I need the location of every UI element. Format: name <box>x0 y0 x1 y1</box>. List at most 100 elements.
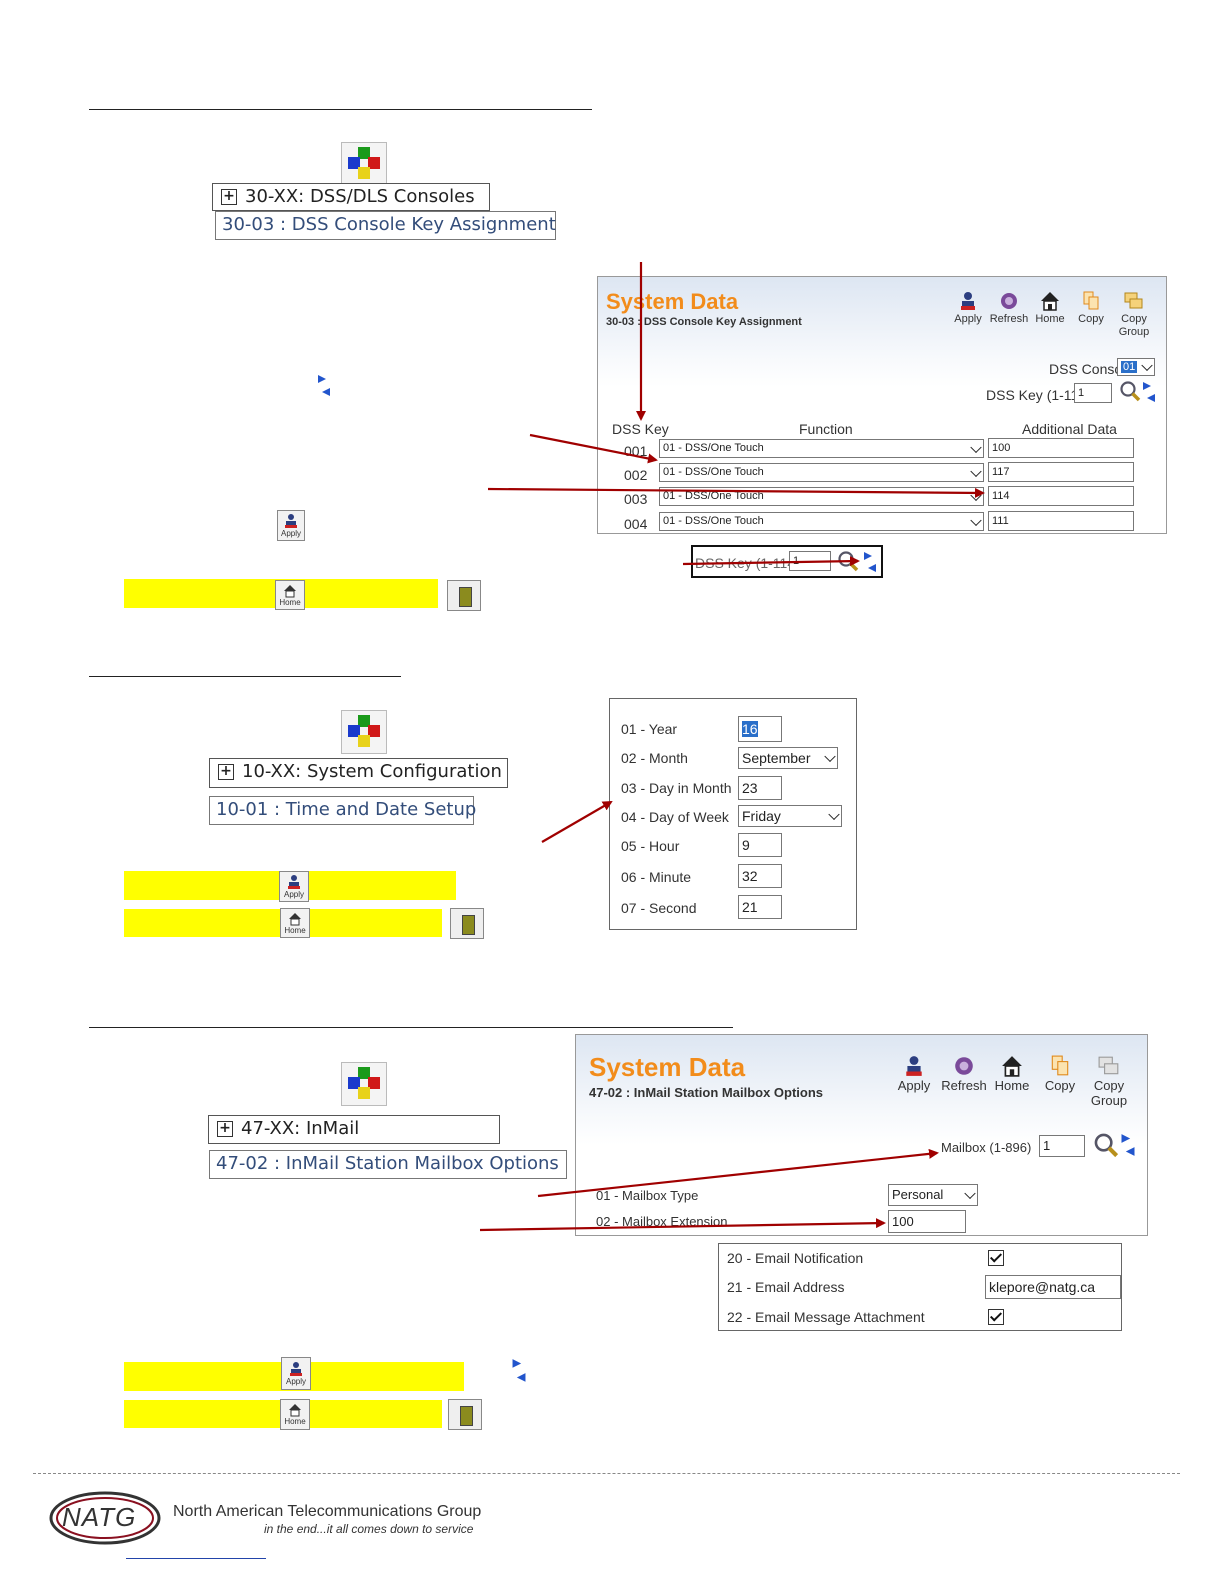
home-icon[interactable]: Home <box>275 580 305 610</box>
day-in-month-label: 03 - Day in Month <box>621 780 732 796</box>
footer-dashed-rule <box>33 1473 1180 1474</box>
col-header-function: Function <box>799 421 853 437</box>
year-value: 16 <box>742 721 758 737</box>
chevron-down-icon <box>970 489 982 501</box>
tree-category-label: 30-XX: DSS/DLS Consoles <box>245 186 475 207</box>
search-icon[interactable] <box>1093 1132 1119 1158</box>
home-icon[interactable]: Home <box>280 908 310 938</box>
toolbar-copy-group-button[interactable]: Copy Group <box>1086 1055 1132 1109</box>
search-icon[interactable] <box>837 550 859 572</box>
program-tree-icon[interactable] <box>341 710 387 754</box>
email-notification-checkbox[interactable] <box>988 1250 1004 1266</box>
dss-key-label: DSS Key (1-114) <box>986 387 1091 403</box>
mailbox-type-select[interactable]: Personal <box>888 1184 978 1206</box>
toolbar-home-button[interactable]: Home <box>992 1055 1032 1094</box>
email-attachment-checkbox[interactable] <box>988 1309 1004 1325</box>
toolbar-refresh-button[interactable]: Refresh <box>939 1055 989 1094</box>
home-icon[interactable]: Home <box>280 1399 310 1430</box>
chevron-down-icon <box>970 465 982 477</box>
apply-icon-label: Apply <box>283 890 304 899</box>
apply-icon[interactable]: Apply <box>277 510 305 541</box>
system-data-panel-30-03: System Data 30-03 : DSS Console Key Assi… <box>597 276 1167 534</box>
tree-category-30xx[interactable]: + 30-XX: DSS/DLS Consoles <box>212 183 490 211</box>
natg-logo: NATG <box>48 1490 162 1546</box>
additional-data-input[interactable]: 111 <box>988 511 1134 531</box>
program-tree-icon[interactable] <box>341 142 387 186</box>
footer-link-underline[interactable] <box>126 1558 266 1559</box>
exit-door-icon[interactable] <box>448 1399 482 1430</box>
toolbar-copy-group-label-1: Copy <box>1121 313 1147 325</box>
next-prev-arrows-icon[interactable] <box>1120 1132 1136 1158</box>
tree-program-30-03[interactable]: 30-03 : DSS Console Key Assignment <box>215 211 556 240</box>
minute-input[interactable]: 32 <box>738 864 782 888</box>
section2-heading-rule <box>89 676 401 677</box>
exit-door-icon[interactable] <box>450 908 484 939</box>
email-address-input[interactable]: klepore@natg.ca <box>985 1275 1121 1299</box>
additional-data-input[interactable]: 114 <box>988 486 1134 506</box>
toolbar-copy-group-button[interactable]: Copy Group <box>1114 291 1154 338</box>
tree-program-label: 30-03 : DSS Console Key Assignment <box>222 214 556 235</box>
apply-icon[interactable]: Apply <box>279 871 309 902</box>
exit-door-icon[interactable] <box>447 580 481 611</box>
expand-plus-icon[interactable]: + <box>221 189 237 205</box>
chevron-down-icon <box>970 441 982 453</box>
month-label: 02 - Month <box>621 750 688 766</box>
toolbar-apply-button[interactable]: Apply <box>894 1055 934 1094</box>
function-value: 01 - DSS/One Touch <box>663 490 764 502</box>
year-input[interactable]: 16 <box>738 716 782 742</box>
additional-data-input[interactable]: 100 <box>988 438 1134 458</box>
mailbox-extension-input[interactable]: 100 <box>888 1210 966 1233</box>
year-label: 01 - Year <box>621 721 678 737</box>
month-value: September <box>742 750 811 766</box>
minute-label: 06 - Minute <box>621 869 692 885</box>
tree-program-label: 47-02 : InMail Station Mailbox Options <box>216 1153 559 1174</box>
next-prev-arrows-icon[interactable] <box>863 550 877 574</box>
expand-plus-icon[interactable]: + <box>217 1121 233 1137</box>
second-input[interactable]: 21 <box>738 895 782 919</box>
next-prev-arrows-icon[interactable] <box>1142 380 1156 404</box>
mailbox-type-label: 01 - Mailbox Type <box>596 1188 699 1203</box>
function-select[interactable]: 01 - DSS/One Touch <box>659 487 984 506</box>
toolbar-apply-button[interactable]: Apply <box>948 291 988 326</box>
function-select[interactable]: 01 - DSS/One Touch <box>659 512 984 531</box>
function-select[interactable]: 01 - DSS/One Touch <box>659 439 984 458</box>
day-of-week-select[interactable]: Friday <box>738 805 842 827</box>
day-in-month-input[interactable]: 23 <box>738 776 782 800</box>
function-select[interactable]: 01 - DSS/One Touch <box>659 463 984 482</box>
dss-key-input[interactable]: 1 <box>1074 383 1112 403</box>
toolbar-copy-label: Copy <box>1078 313 1104 325</box>
apply-icon-label: Apply <box>280 529 301 538</box>
panel-title: System Data <box>606 289 739 314</box>
tree-category-47xx[interactable]: + 47-XX: InMail <box>208 1115 500 1144</box>
mini-dss-key-input[interactable]: 1 <box>789 551 831 571</box>
section3-heading-rule <box>89 1027 733 1028</box>
function-value: 01 - DSS/One Touch <box>663 442 764 454</box>
table-row-key: 001 <box>624 443 648 459</box>
toolbar-copy-button[interactable]: Copy <box>1074 291 1108 326</box>
chevron-down-icon <box>824 750 836 763</box>
chevron-down-icon <box>1141 359 1153 372</box>
tree-category-label: 10-XX: System Configuration <box>242 761 502 782</box>
natg-logo-text: NATG <box>62 1502 137 1532</box>
toolbar-home-button[interactable]: Home <box>1032 291 1068 326</box>
dss-console-select[interactable]: 01 <box>1117 358 1155 376</box>
hour-input[interactable]: 9 <box>738 833 782 857</box>
toolbar-home-label: Home <box>994 1078 1030 1093</box>
toolbar-refresh-button[interactable]: Refresh <box>988 291 1030 326</box>
next-prev-arrows-icon[interactable] <box>511 1357 527 1385</box>
tree-category-10xx[interactable]: + 10-XX: System Configuration <box>209 758 508 788</box>
apply-icon[interactable]: Apply <box>281 1357 311 1390</box>
program-tree-icon[interactable] <box>341 1062 387 1106</box>
search-icon[interactable] <box>1119 380 1141 402</box>
tree-program-47-02[interactable]: 47-02 : InMail Station Mailbox Options <box>209 1150 567 1179</box>
tree-program-10-01[interactable]: 10-01 : Time and Date Setup <box>209 796 476 825</box>
tree-category-label: 47-XX: InMail <box>241 1118 360 1139</box>
next-prev-arrows-icon[interactable] <box>317 373 331 399</box>
mailbox-input[interactable]: 1 <box>1039 1135 1085 1157</box>
month-select[interactable]: September <box>738 747 838 769</box>
apply-icon-label: Apply <box>285 1377 306 1386</box>
toolbar-copy-button[interactable]: Copy <box>1041 1055 1079 1094</box>
expand-plus-icon[interactable]: + <box>218 764 234 780</box>
additional-data-input[interactable]: 117 <box>988 462 1134 482</box>
function-value: 01 - DSS/One Touch <box>663 466 764 478</box>
